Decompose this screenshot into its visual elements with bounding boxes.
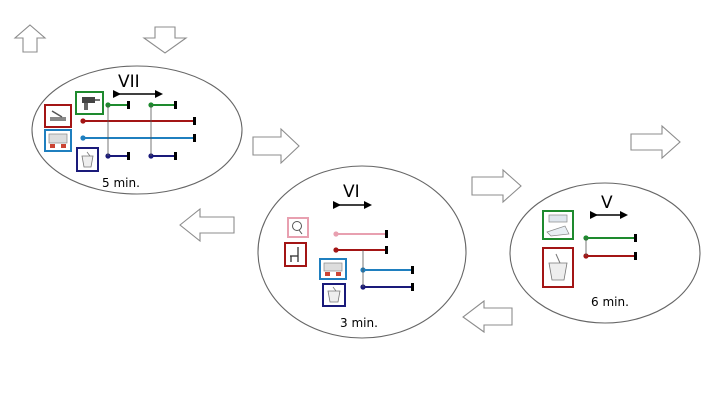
step-numeral: VI — [343, 182, 360, 202]
equipment-box — [542, 210, 574, 240]
hand-sander-icon — [50, 110, 66, 121]
step-numeral: VII — [118, 72, 140, 92]
equipment-box — [284, 242, 307, 267]
equipment-box — [542, 247, 574, 288]
block-arrow-left — [179, 207, 235, 243]
equipment-box — [44, 129, 72, 152]
machines-icon — [48, 133, 68, 148]
dish-icon — [292, 221, 303, 235]
block-arrow-down — [142, 26, 188, 54]
group-vi: VI — [284, 182, 414, 330]
timeline-bar — [80, 117, 196, 125]
duration-label: 6 min. — [591, 295, 629, 309]
duration-label: 5 min. — [102, 176, 140, 190]
block-arrow-left — [462, 299, 513, 334]
block-arrow-right — [471, 168, 522, 204]
bucket-icon — [327, 286, 341, 303]
group-v: V 6 min. — [542, 193, 637, 309]
step-VI-ellipse — [257, 165, 467, 339]
block-arrow-up — [13, 24, 47, 53]
equipment-box — [44, 104, 72, 128]
bucket-icon — [81, 151, 94, 168]
equipment-box — [75, 91, 104, 115]
machines-icon — [323, 262, 343, 276]
step-numeral: V — [601, 193, 613, 213]
equipment-box — [76, 147, 99, 172]
block-arrow-right — [630, 124, 681, 160]
equipment-box — [319, 258, 347, 280]
chair-icon — [290, 247, 299, 262]
timeline-bar — [80, 134, 196, 142]
block-arrow-right — [252, 127, 300, 165]
equipment-box — [322, 283, 346, 307]
timeline-bar — [333, 230, 388, 238]
group-vii: VII — [44, 72, 196, 190]
equipment-box — [287, 217, 309, 238]
drill-icon — [82, 97, 100, 110]
duration-label: 3 min. — [340, 316, 378, 330]
timeline-bar — [333, 246, 388, 254]
paint-bucket-icon — [548, 253, 568, 281]
panel-icon — [546, 214, 570, 237]
